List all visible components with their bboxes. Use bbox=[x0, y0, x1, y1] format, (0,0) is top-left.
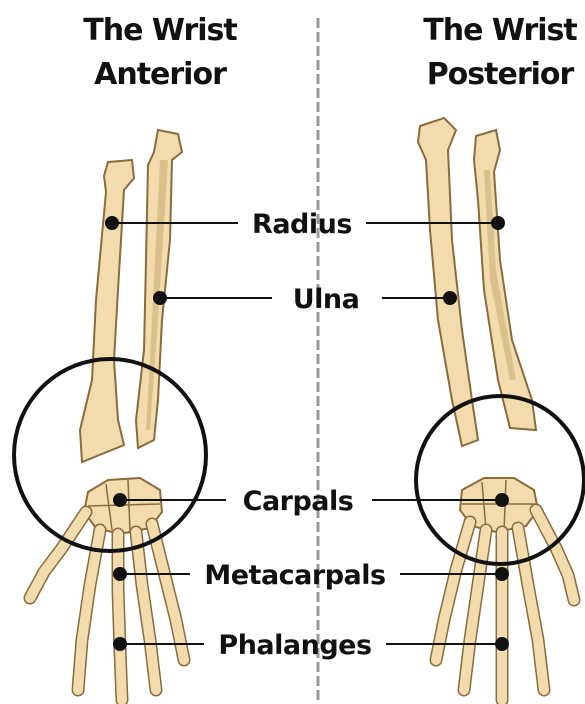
metacarpals-dot-anterior bbox=[113, 567, 127, 581]
posterior-ulna-bone bbox=[474, 130, 536, 430]
anterior-title-line1: The Wrist bbox=[83, 13, 237, 48]
phalanges-dot-posterior bbox=[495, 637, 509, 651]
anterior-title-line2: Anterior bbox=[94, 57, 227, 92]
anterior-thumb-fill bbox=[30, 512, 86, 598]
anterior-hand-bones bbox=[30, 478, 184, 700]
ulna-label: Ulna bbox=[293, 284, 360, 315]
posterior-title-line1: The Wrist bbox=[423, 13, 577, 48]
metacarpals-dot-posterior bbox=[495, 567, 509, 581]
metacarpals-label: Metacarpals bbox=[204, 560, 385, 591]
ulna-dot-posterior bbox=[443, 291, 457, 305]
ulna-dot-anterior bbox=[153, 291, 167, 305]
anterior-finger-4-fill bbox=[152, 524, 184, 660]
carpals-label: Carpals bbox=[243, 486, 354, 517]
phalanges-label: Phalanges bbox=[218, 630, 371, 661]
radius-dot-anterior bbox=[105, 216, 119, 230]
anterior-finger-2-fill bbox=[118, 534, 122, 700]
radius-dot-posterior bbox=[491, 216, 505, 230]
radius-label: Radius bbox=[252, 209, 352, 240]
posterior-radius-bone bbox=[418, 118, 478, 446]
phalanges-dot-anterior bbox=[113, 637, 127, 651]
posterior-title-line2: Posterior bbox=[427, 57, 575, 92]
anterior-finger-3-fill bbox=[136, 532, 156, 690]
carpals-dot-anterior bbox=[113, 493, 127, 507]
posterior-hand-bones bbox=[436, 478, 574, 700]
carpals-dot-posterior bbox=[495, 493, 509, 507]
anterior-radius-bone bbox=[80, 160, 134, 462]
